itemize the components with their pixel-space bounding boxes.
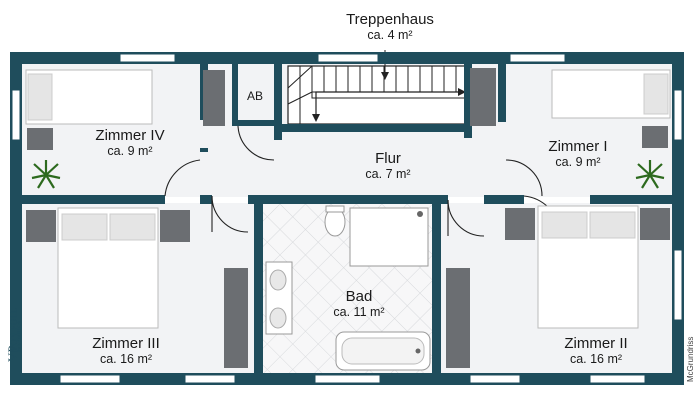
plant-zimmer-iv	[31, 160, 61, 189]
room-name: Zimmer II	[564, 335, 628, 352]
bathroom-fixtures	[265, 205, 431, 371]
room-area: ca. 16 m²	[99, 352, 153, 367]
bed-zimmer-ii	[446, 205, 670, 368]
plant-zimmer-i	[635, 160, 665, 189]
brand-logo: VP VON POLL IMMOBILIEN	[5, 282, 23, 382]
label-flur: Flur ca. 7 m²	[328, 150, 448, 182]
room-area: ca. 4 m²	[367, 28, 413, 43]
staircase	[287, 50, 467, 125]
label-zimmer-iii: Zimmer III ca. 16 m²	[66, 335, 186, 367]
room-area: ca. 9 m²	[107, 144, 153, 159]
room-area: ca. 7 m²	[365, 167, 411, 182]
room-name: Zimmer IV	[95, 127, 165, 144]
label-ab: AB	[247, 89, 264, 103]
credit-label: McGrundriss	[686, 336, 695, 382]
windows	[11, 53, 683, 384]
room-name: Zimmer III	[92, 335, 160, 352]
label-zimmer-i: Zimmer I ca. 9 m²	[518, 138, 638, 170]
bed-zimmer-iii	[26, 207, 248, 368]
room-area: ca. 9 m²	[555, 155, 601, 170]
room-name: Zimmer I	[548, 138, 608, 155]
label-treppenhaus: Treppenhaus ca. 4 m²	[320, 11, 460, 43]
bed-zimmer-iv	[25, 69, 225, 150]
brand-sub: IMMOBILIEN	[18, 321, 23, 352]
bed-zimmer-i	[470, 68, 671, 148]
room-area: ca. 11 m²	[333, 305, 385, 320]
label-zimmer-ii: Zimmer II ca. 16 m²	[536, 335, 656, 367]
room-area: ca. 16 m²	[569, 352, 623, 367]
room-name: Bad	[345, 288, 373, 305]
room-name: Flur	[375, 150, 401, 167]
label-zimmer-iv: Zimmer IV ca. 9 m²	[70, 127, 190, 159]
room-name: Treppenhaus	[346, 11, 434, 28]
label-bad: Bad ca. 11 m²	[304, 288, 414, 320]
